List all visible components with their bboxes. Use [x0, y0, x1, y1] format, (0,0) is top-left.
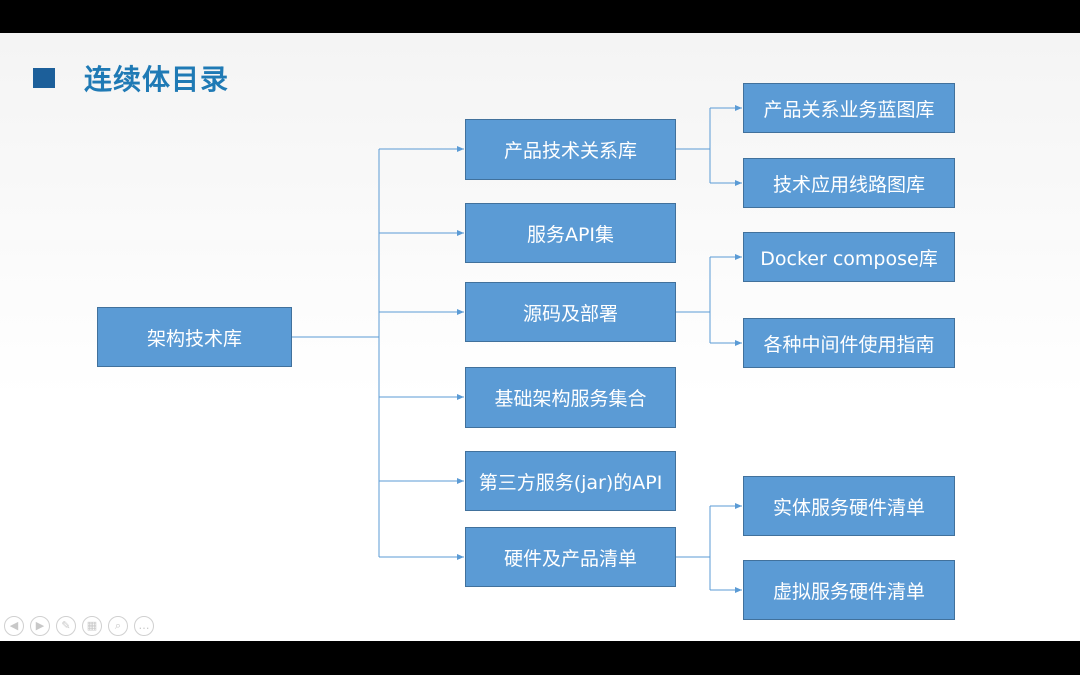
- leaf-node-label: Docker compose库: [760, 247, 938, 270]
- leaf-node-docker-compose: Docker compose库: [743, 232, 955, 282]
- bottom-letterbox: [0, 641, 1080, 675]
- leaf-node-virtual-hardware: 虚拟服务硬件清单: [743, 560, 955, 620]
- branch-node-label: 基础架构服务集合: [494, 388, 647, 410]
- branch-node-source-deploy: 源码及部署: [465, 282, 676, 342]
- leaf-node-label: 产品关系业务蓝图库: [763, 98, 935, 121]
- leaf-node-label: 各种中间件使用指南: [763, 333, 935, 356]
- root-node-label: 架构技术库: [146, 327, 242, 350]
- leaf-node-physical-hardware: 实体服务硬件清单: [743, 476, 955, 536]
- branch-node-product-tech: 产品技术关系库: [465, 119, 676, 180]
- leaf-node-business-blueprint: 产品关系业务蓝图库: [743, 83, 955, 133]
- branch-node-label: 产品技术关系库: [503, 140, 637, 162]
- slides-icon[interactable]: ▦: [82, 616, 102, 636]
- leaf-node-middleware-guide: 各种中间件使用指南: [743, 318, 955, 368]
- zoom-icon[interactable]: ⌕: [108, 616, 128, 636]
- branch-node-third-party-api: 第三方服务(jar)的API: [465, 451, 676, 511]
- slide-title: 连续体目录: [84, 63, 230, 96]
- branch-node-service-api: 服务API集: [465, 203, 676, 263]
- leaf-node-tech-roadmap: 技术应用线路图库: [743, 158, 955, 208]
- slideshow-controls: ◀ ▶ ✎ ▦ ⌕ …: [4, 616, 154, 638]
- pen-icon[interactable]: ✎: [56, 616, 76, 636]
- branch-node-label: 源码及部署: [522, 302, 618, 325]
- leaf-node-label: 实体服务硬件清单: [772, 496, 925, 519]
- branch-node-hardware: 硬件及产品清单: [465, 527, 676, 587]
- prev-icon[interactable]: ◀: [4, 616, 24, 636]
- branch-node-infra-services: 基础架构服务集合: [465, 367, 676, 428]
- top-letterbox: [0, 0, 1080, 33]
- branch-node-label: 硬件及产品清单: [503, 547, 637, 570]
- branch-node-label: 第三方服务(jar)的API: [478, 471, 663, 494]
- branch-node-label: 服务API集: [526, 223, 615, 246]
- next-icon[interactable]: ▶: [30, 616, 50, 636]
- root-node: 架构技术库: [97, 307, 292, 367]
- title-bullet-icon: [33, 68, 55, 88]
- leaf-node-label: 虚拟服务硬件清单: [772, 580, 925, 603]
- leaf-node-label: 技术应用线路图库: [772, 173, 925, 196]
- more-icon[interactable]: …: [134, 616, 154, 636]
